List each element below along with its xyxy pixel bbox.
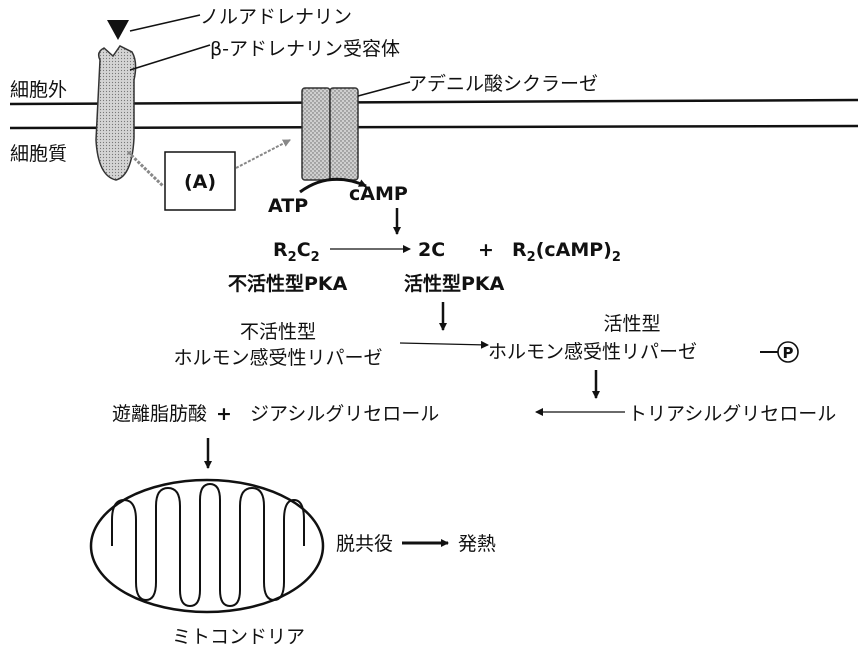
active-hsl-label: ホルモン感受性リパーゼ [488, 341, 697, 363]
active-pka-label: 活性型PKA [404, 272, 505, 295]
inactive-pka-label: 不活性型PKA [228, 272, 348, 295]
heat-label: 発熱 [458, 533, 496, 555]
inactive-hsl-label: ホルモン感受性リパーゼ [173, 347, 382, 369]
atp-to-camp-arrow [299, 177, 367, 194]
adenylate-cyclase [301, 81, 411, 181]
active-hsl-state: 活性型 [603, 313, 660, 335]
unknown-protein-label: (A) [184, 171, 216, 193]
mitochondrion [89, 478, 325, 614]
diacylglycerol-label: ジアシルグリセロール [250, 403, 439, 425]
r2-camp2-formula: R2(cAMP)2 [512, 239, 621, 265]
plus-sign-1: + [478, 239, 494, 261]
noradrenaline-ligand [107, 14, 201, 40]
phosphate-label: P [783, 344, 794, 362]
phosphate-circle [777, 341, 799, 363]
receptor-to-a-arrow [126, 150, 165, 188]
camp-label: cAMP [349, 183, 408, 205]
hsl-activation-arrow [399, 340, 489, 349]
r2c2-formula: R2C2 [273, 239, 320, 265]
atp-label: ATP [268, 195, 308, 217]
uncoupling-label: 脱共役 [336, 533, 393, 555]
cell-membrane [9, 98, 859, 130]
product-2c: 2C [418, 239, 445, 261]
a-to-cyclase-arrow [235, 139, 291, 169]
extracellular-label: 細胞外 [10, 79, 67, 101]
beta-adrenergic-receptor [95, 44, 211, 181]
mitochondria-caption: ミトコンドリア [172, 626, 305, 648]
plus-sign-2: + [216, 403, 232, 425]
receptor-label: β-アドレナリン受容体 [210, 38, 400, 60]
noradrenaline-label: ノルアドレナリン [200, 6, 352, 28]
adenylate-cyclase-label: アデニル酸シクラーゼ [408, 73, 598, 95]
triacylglycerol-label: トリアシルグリセロール [628, 403, 836, 425]
unknown-protein-box [164, 151, 236, 211]
inactive-hsl-state: 不活性型 [240, 321, 316, 343]
cytoplasm-label: 細胞質 [10, 143, 67, 165]
free-fatty-acid-label: 遊離脂肪酸 [112, 403, 207, 425]
